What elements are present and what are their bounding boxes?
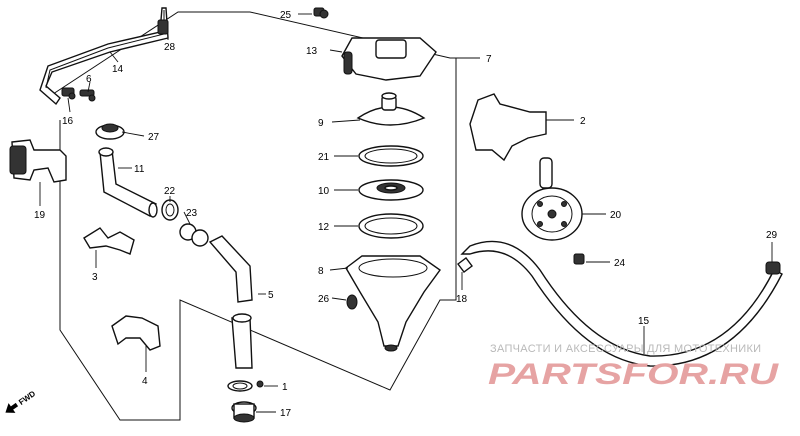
label-1: 1 — [282, 382, 288, 393]
label-4: 4 — [142, 376, 148, 387]
label-10: 10 — [318, 186, 330, 197]
label-9: 9 — [318, 118, 324, 129]
screen-12 — [358, 213, 424, 239]
bracket-19 — [9, 139, 67, 183]
label-26: 26 — [318, 294, 330, 305]
fitting-17 — [231, 401, 257, 423]
label-2: 2 — [580, 116, 586, 127]
clamp-29 — [765, 261, 781, 275]
label-7: 7 — [486, 54, 492, 65]
fwd-arrow-icon — [5, 402, 19, 413]
bolt-24 — [573, 253, 585, 265]
label-23: 23 — [186, 208, 198, 219]
cap-27 — [95, 123, 125, 140]
label-18: 18 — [456, 294, 468, 305]
hose-5 — [208, 235, 253, 369]
label-6: 6 — [86, 74, 92, 85]
clip-18 — [457, 257, 473, 273]
bracket-3 — [83, 227, 135, 255]
watermark-tagline: ЗАПЧАСТИ И АКСЕССУАРЫ ДЛЯ МОТОТЕХНИКИ — [490, 343, 761, 355]
nut-26 — [346, 294, 358, 310]
label-16: 16 — [62, 116, 74, 127]
label-8: 8 — [318, 266, 324, 277]
clip-16 — [61, 87, 76, 100]
clamp-23 — [179, 223, 209, 247]
label-21: 21 — [318, 152, 330, 163]
label-24: 24 — [614, 258, 626, 269]
label-15: 15 — [638, 316, 650, 327]
cover-13 — [341, 37, 437, 81]
clamp-28 — [157, 19, 169, 35]
oring-21 — [358, 145, 424, 167]
part-labels: 1 2 3 4 5 6 7 8 9 10 11 12 13 14 15 16 1… — [34, 10, 778, 419]
label-13: 13 — [306, 46, 318, 57]
label-3: 3 — [92, 272, 98, 283]
watermark: ЗАПЧАСТИ И АКСЕССУАРЫ ДЛЯ МОТОТЕХНИКИ PA… — [488, 343, 780, 391]
bracket-4 — [111, 315, 161, 351]
bracket-2 — [469, 93, 547, 162]
bowl-8 — [345, 255, 441, 352]
screw-1 — [256, 380, 264, 388]
watermark-logo: PARTSFOR.RU — [488, 358, 780, 391]
fwd-marker: FWD — [5, 389, 37, 413]
label-29: 29 — [766, 230, 778, 241]
leader-lines — [39, 13, 773, 413]
oring-1 — [227, 380, 253, 392]
assembly-frame — [49, 11, 457, 421]
label-20: 20 — [610, 210, 622, 221]
pipe-11 — [98, 147, 158, 218]
fwd-label: FWD — [17, 389, 37, 407]
label-19: 19 — [34, 210, 46, 221]
label-28: 28 — [164, 42, 176, 53]
pump-20 — [521, 157, 583, 241]
bolt-25 — [313, 7, 329, 19]
element-10 — [358, 179, 424, 201]
label-17: 17 — [280, 408, 292, 419]
fitting-6 — [79, 89, 96, 102]
label-22: 22 — [164, 186, 176, 197]
label-11: 11 — [134, 164, 145, 175]
label-27: 27 — [148, 132, 160, 143]
clamp-22 — [161, 199, 179, 221]
label-5: 5 — [268, 290, 274, 301]
label-25: 25 — [280, 10, 292, 21]
lid-9 — [356, 92, 426, 126]
label-14: 14 — [112, 64, 124, 75]
label-12: 12 — [318, 222, 330, 233]
